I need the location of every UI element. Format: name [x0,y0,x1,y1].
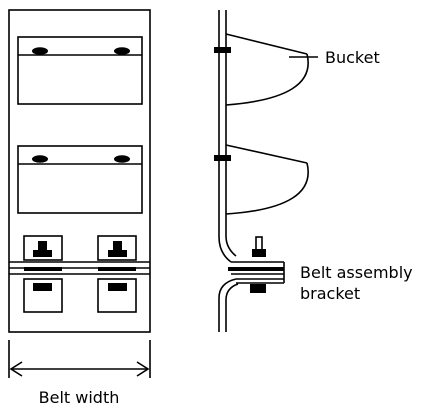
bolt-icon [114,155,130,163]
bucket-front-1 [17,36,143,105]
bracket-label-line1: Belt assembly [300,263,413,282]
bucket-side-1 [214,33,309,106]
bolt-icon [32,47,48,55]
bracket-side [218,236,285,332]
bucket-side-2 [214,144,309,215]
belt-front-view [8,9,151,378]
bracket-label-line2: bracket [300,284,360,303]
bolt-icon [32,155,48,163]
bracket-front [9,235,150,313]
belt-side-view [214,10,309,332]
bucket-front-2 [17,145,143,214]
bucket-label: Bucket [325,48,380,67]
belt-side-line [218,10,232,263]
bolt-icon [114,47,130,55]
belt-width-label: Belt width [39,388,120,407]
belt-outline [8,9,151,333]
belt-width-dimension [8,340,151,378]
